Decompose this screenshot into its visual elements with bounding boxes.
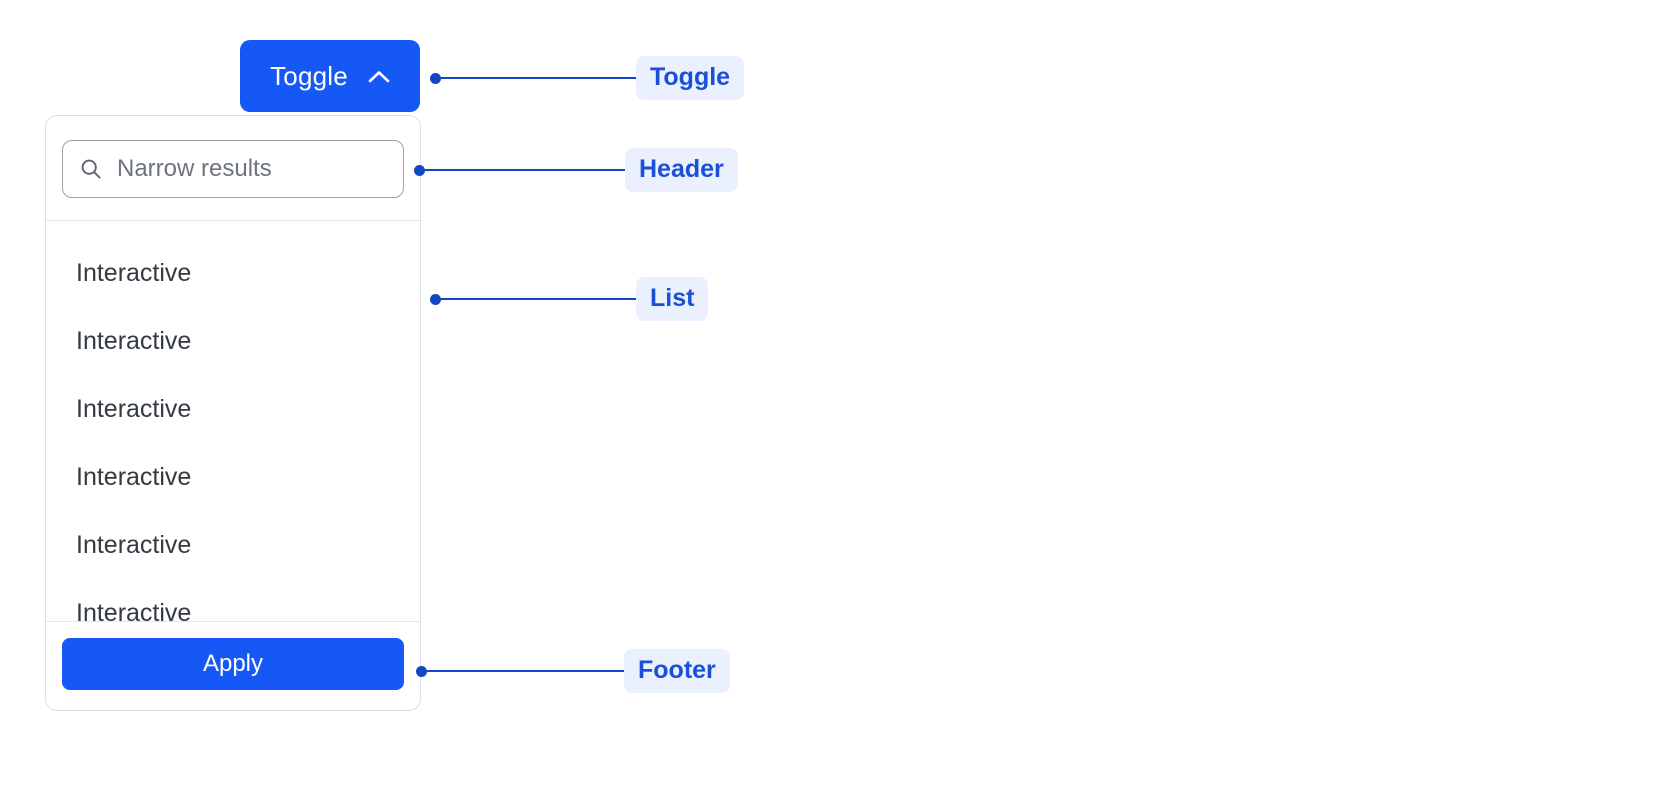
annotation-dot	[430, 72, 441, 84]
list-item-label: Interactive	[76, 530, 192, 559]
annotation-leader-line	[425, 169, 625, 171]
list-item-label: Interactive	[76, 394, 192, 423]
dropdown-header	[46, 116, 420, 221]
list-item[interactable]: Interactive	[46, 511, 420, 579]
annotation-label: Footer	[624, 649, 730, 693]
dropdown-list: Interactive Interactive Interactive Inte…	[46, 221, 420, 622]
list-item[interactable]: Interactive	[46, 307, 420, 375]
search-input[interactable]	[63, 141, 403, 197]
annotation-leader-line	[441, 77, 636, 79]
list-item[interactable]: Interactive	[46, 579, 420, 622]
search-field[interactable]	[62, 140, 404, 198]
annotation-dot	[414, 164, 425, 176]
annotation-label: Header	[625, 148, 738, 192]
toggle-button-label: Toggle	[270, 61, 348, 91]
toggle-button[interactable]: Toggle	[240, 40, 420, 112]
list-item-label: Interactive	[76, 598, 192, 622]
dropdown-footer: Apply	[46, 621, 420, 710]
dropdown-panel: Interactive Interactive Interactive Inte…	[45, 115, 421, 711]
annotation-leader-line	[427, 670, 624, 672]
annotation-leader-line	[441, 298, 636, 300]
list-item[interactable]: Interactive	[46, 239, 420, 307]
list-item-label: Interactive	[76, 258, 192, 287]
apply-button[interactable]: Apply	[62, 638, 404, 690]
annotation-dot	[430, 293, 441, 305]
annotation-label: List	[636, 277, 709, 321]
list-item[interactable]: Interactive	[46, 375, 420, 443]
list-item-label: Interactive	[76, 462, 192, 491]
annotation-dot	[416, 665, 427, 677]
chevron-up-icon	[368, 70, 390, 83]
list-item-label: Interactive	[76, 326, 192, 355]
annotation-label: Toggle	[636, 56, 745, 100]
list-item[interactable]: Interactive	[46, 443, 420, 511]
